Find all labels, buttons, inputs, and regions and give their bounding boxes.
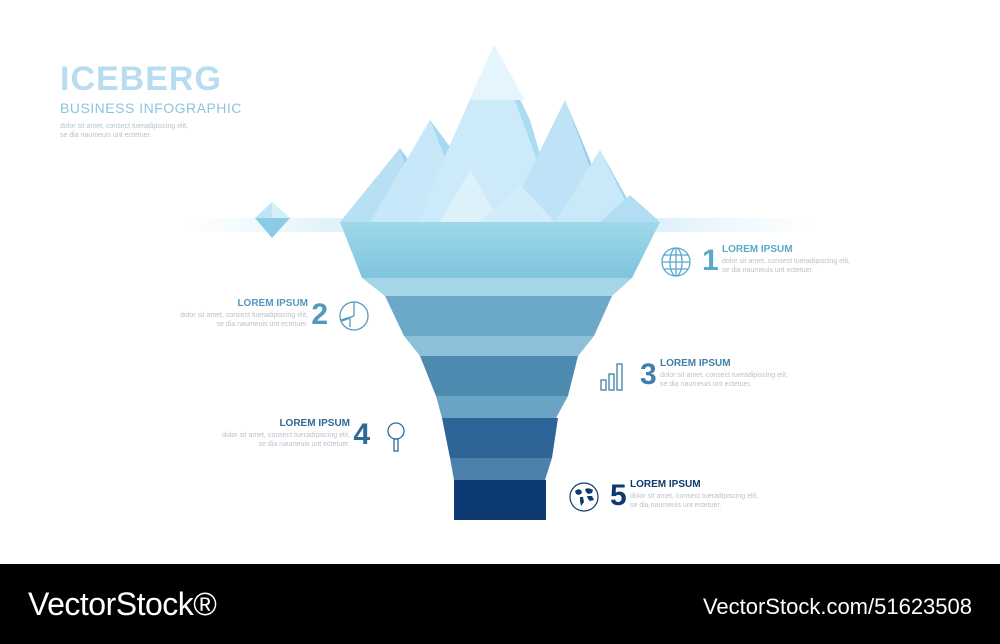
intro-text: dolor sit amet, consect tueradipiscing e…	[60, 123, 189, 139]
step-description: dolor sit amet, consect tueradipiscing e…	[722, 258, 851, 274]
small-floating-ice	[255, 202, 290, 238]
step-number: 1	[702, 244, 719, 277]
layer-3	[420, 356, 578, 396]
footer-bar: VectorStock® VectorStock.com/51623508	[0, 564, 1000, 644]
step-4: 4 LOREM IPSUM dolor sit amet, consect tu…	[212, 418, 412, 458]
iceberg-peaks	[340, 45, 660, 222]
step-description: dolor sit amet, consect tueradipiscing e…	[221, 432, 350, 448]
step-description: dolor sit amet, consect tueradipiscing e…	[630, 493, 759, 509]
layer-4	[442, 418, 558, 458]
step-number: 5	[610, 479, 627, 512]
iceberg-underwater-layers	[340, 222, 660, 520]
magnifier-icon	[387, 422, 405, 452]
step-2: 2 LOREM IPSUM dolor sit amet, consect tu…	[170, 298, 370, 338]
step-5: 5 LOREM IPSUM dolor sit amet, consect tu…	[568, 479, 778, 519]
step-description: dolor sit amet, consect tueradipiscing e…	[660, 372, 789, 388]
step-heading: LOREM IPSUM	[660, 358, 731, 369]
step-number: 3	[640, 358, 657, 391]
brand-logo-text: VectorStock®	[28, 586, 217, 622]
step-1: 1 LOREM IPSUM dolor sit amet, consect tu…	[660, 244, 860, 284]
bar-chart-icon	[600, 363, 623, 391]
step-heading: LOREM IPSUM	[237, 298, 308, 309]
iceberg-illustration	[180, 45, 820, 520]
image-reference: VectorStock.com/51623508	[702, 594, 972, 619]
globe-icon	[661, 247, 691, 277]
layer-5	[454, 480, 546, 520]
step-heading: LOREM IPSUM	[722, 244, 793, 255]
layer-1	[340, 222, 660, 278]
step-heading: LOREM IPSUM	[279, 418, 350, 429]
step-number: 4	[353, 418, 370, 451]
pie-chart-icon	[339, 301, 369, 331]
step-description: dolor sit amet, consect tueradipiscing e…	[179, 312, 308, 328]
page-subtitle: BUSINESS INFOGRAPHIC	[60, 100, 242, 116]
layer-2	[385, 296, 612, 336]
step-heading: LOREM IPSUM	[630, 479, 701, 490]
page-title: ICEBERG	[60, 60, 222, 98]
step-number: 2	[311, 298, 328, 331]
infographic-canvas: ICEBERG BUSINESS INFOGRAPHIC dolor sit a…	[60, 45, 860, 520]
world-map-icon	[569, 482, 599, 512]
step-3: 3 LOREM IPSUM dolor sit amet, consect tu…	[598, 358, 798, 398]
